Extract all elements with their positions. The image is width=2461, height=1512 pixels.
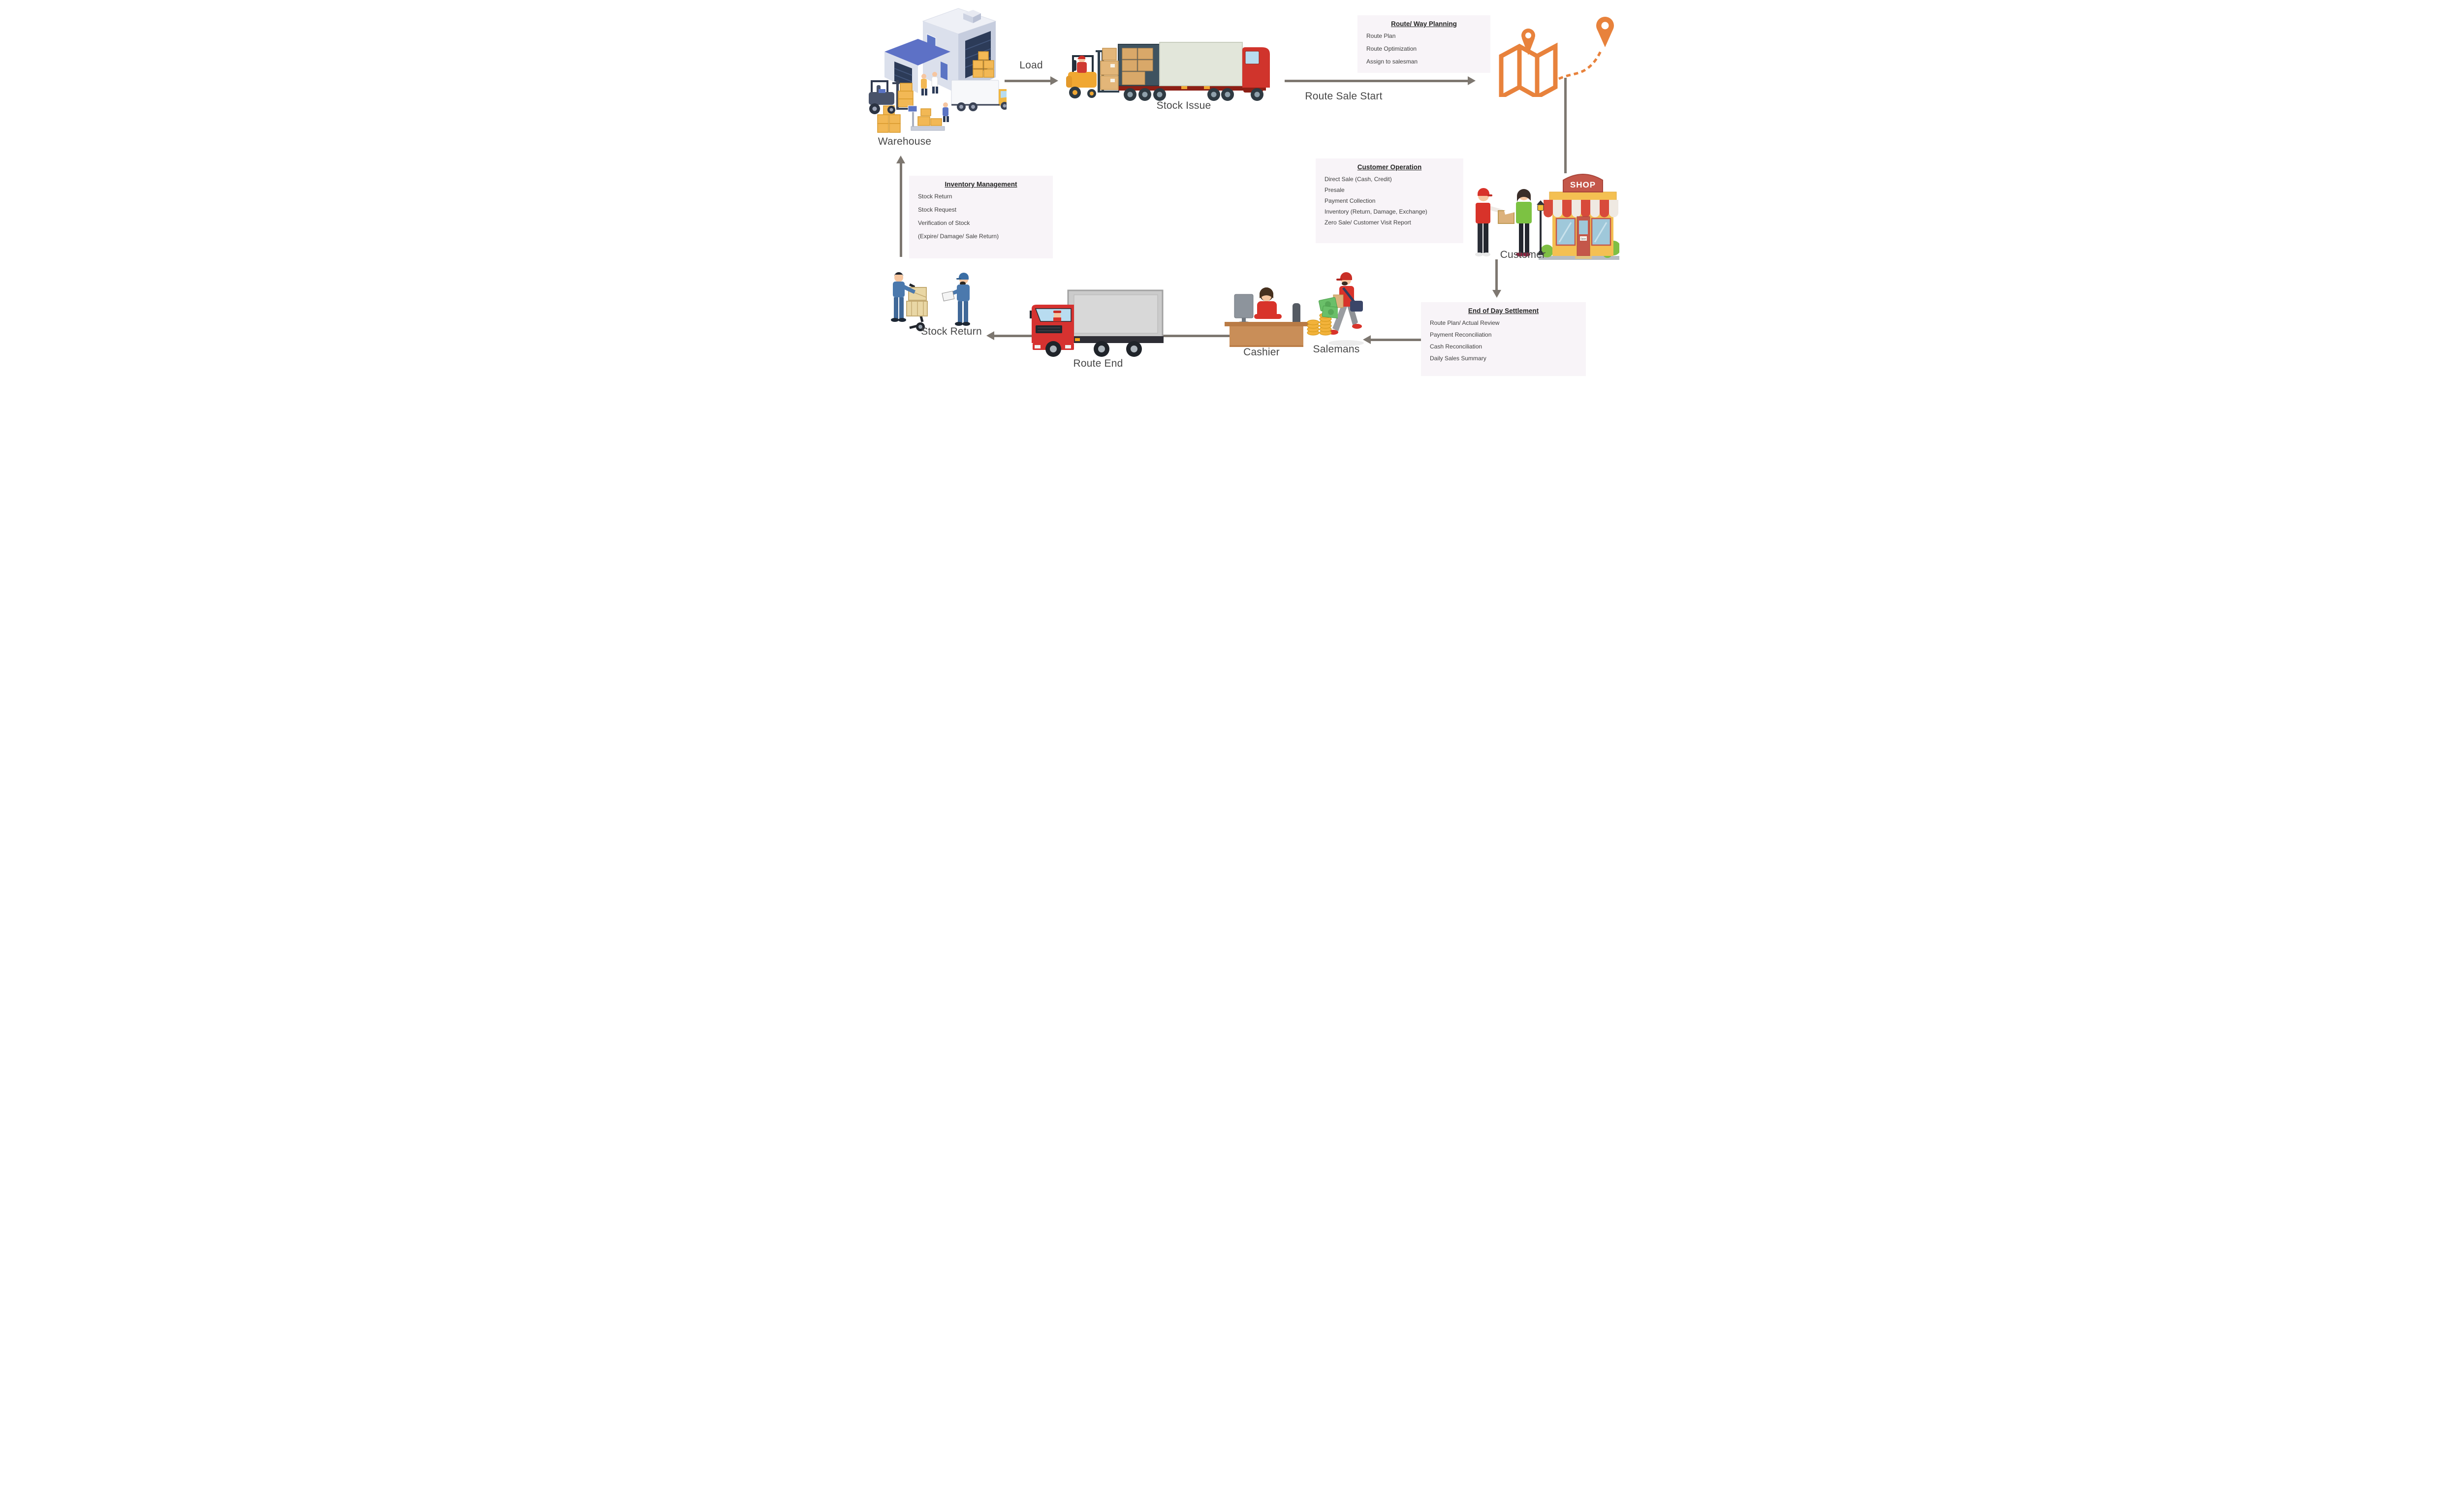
box-item: Presale [1325, 187, 1345, 193]
box-item: Daily Sales Summary [1430, 355, 1486, 362]
box-item: (Expire/ Damage/ Sale Return) [918, 233, 999, 240]
warehouse-illustration-icon [869, 8, 1007, 133]
stock-return-to-warehouse-arrow-head-icon [896, 156, 905, 163]
box-item: Stock Return [918, 193, 952, 200]
settlement-to-salesman-arrow-shaft [1371, 339, 1421, 341]
awning [1544, 200, 1618, 218]
end-of-day-settlement-title: End of Day Settlement [1468, 307, 1539, 315]
office-chair [1293, 303, 1300, 328]
shop-building: SHOP Open [1544, 174, 1618, 259]
destination-pin-icon [1596, 17, 1614, 47]
load-arrow-head-icon [1050, 76, 1058, 85]
stock-return-to-warehouse-arrow-shaft [900, 162, 902, 257]
box-item: Payment Reconciliation [1430, 331, 1492, 338]
customer-woman [1504, 189, 1532, 256]
customer-operation-title: Customer Operation [1357, 163, 1422, 171]
box-item: Direct Sale (Cash, Credit) [1325, 176, 1392, 183]
stock-return-label: Stock Return [921, 326, 982, 337]
customer-shop-illustration-icon: SHOP Open [1475, 174, 1619, 260]
load-label: Load [1019, 60, 1043, 71]
customer-operation-items: Direct Sale (Cash, Credit) Presale Payme… [1321, 176, 1458, 226]
box-item: Payment Collection [1325, 197, 1376, 204]
stock-return-illustration-icon [891, 272, 970, 331]
route-dotted-path [1558, 49, 1603, 80]
salemans-label: Salemans [1313, 344, 1360, 355]
box-item: Verification of Stock [918, 220, 970, 226]
inventory-management-box: Inventory Management Stock Return Stock … [909, 176, 1053, 258]
cashier-illustration-icon [1225, 287, 1338, 347]
end-of-day-settlement-box: End of Day Settlement Route Plan/ Actual… [1421, 302, 1586, 376]
load-arrow-shaft [1005, 80, 1051, 82]
route-end-truck-illustration-icon [1030, 289, 1164, 357]
box-item: Cash Reconciliation [1430, 343, 1483, 350]
settlement-to-salesman-arrow-head-icon [1363, 335, 1371, 344]
box-item: Route Plan/ Actual Review [1430, 319, 1500, 326]
messenger-bag [1350, 301, 1363, 312]
route-sales-flow-diagram: SHOP Open [842, 0, 1619, 378]
map-pin-icon [1521, 29, 1535, 55]
semi-truck [1118, 42, 1270, 101]
warehouse-box-stacks [877, 51, 994, 133]
customer-to-settlement-arrow-head-icon [1492, 290, 1501, 298]
truck-wheels [1045, 341, 1142, 357]
warehouse-truck [951, 80, 1007, 111]
inventory-management-items: Stock Return Stock Request Verification … [914, 193, 1048, 240]
worker-with-clipboard [942, 273, 970, 326]
delivery-man [1475, 188, 1503, 256]
box-item: Inventory (Return, Damage, Exchange) [1325, 208, 1427, 215]
cashier-desk [1225, 322, 1308, 347]
cash-bills-icon [1318, 297, 1338, 319]
cashier-woman [1254, 287, 1282, 319]
map-to-customer-line [1564, 78, 1567, 173]
route-way-planning-items: Route Plan Route Optimization Assign to … [1362, 32, 1485, 65]
box-item: Assign to salesman [1366, 58, 1418, 65]
end-of-day-settlement-items: Route Plan/ Actual Review Payment Reconc… [1426, 319, 1581, 362]
forklift [1066, 48, 1119, 98]
box-item: Zero Sale/ Customer Visit Report [1325, 219, 1411, 226]
computer-monitor-icon [1234, 294, 1254, 324]
route-sale-start-arrow-head-icon [1468, 76, 1476, 85]
cashier-label: Cashier [1243, 346, 1280, 358]
stock-issue-illustration-icon [1066, 42, 1270, 101]
box-item: Route Optimization [1366, 45, 1417, 52]
street-lamp-icon [1537, 200, 1545, 255]
customer-to-settlement-arrow-shaft [1495, 259, 1498, 291]
truck-cab [1030, 305, 1080, 350]
worker-pushing-handtruck [891, 272, 928, 331]
route-end-label: Route End [1073, 358, 1123, 369]
customer-operation-box: Customer Operation Direct Sale (Cash, Cr… [1316, 158, 1463, 243]
route-map-icon [1499, 17, 1614, 97]
stock-issue-label: Stock Issue [1156, 100, 1211, 111]
customer-label: Customer [1500, 249, 1546, 260]
folded-map-icon [1499, 42, 1558, 97]
shop-door: Open [1577, 216, 1590, 256]
route-sale-start-arrow-shaft [1285, 80, 1469, 82]
warehouse-scale [908, 105, 945, 131]
warehouse-forklift [869, 80, 914, 114]
inventory-management-title: Inventory Management [945, 181, 1017, 188]
warehouse-workers [921, 72, 949, 122]
shop-sign-text: SHOP [1570, 180, 1596, 189]
box-item: Stock Request [918, 206, 957, 213]
route-way-planning-title: Route/ Way Planning [1391, 20, 1457, 28]
route-sale-start-label: Route Sale Start [1305, 91, 1383, 102]
route-way-planning-box: Route/ Way Planning Route Plan Route Opt… [1357, 15, 1490, 73]
box-item: Route Plan [1366, 32, 1396, 39]
salesman-illustration-icon [1328, 272, 1364, 346]
shop-door-sign-text: Open [1580, 238, 1586, 240]
warehouse-label: Warehouse [878, 136, 932, 147]
cashier-to-stock-return-arrow-head-icon [986, 331, 994, 340]
